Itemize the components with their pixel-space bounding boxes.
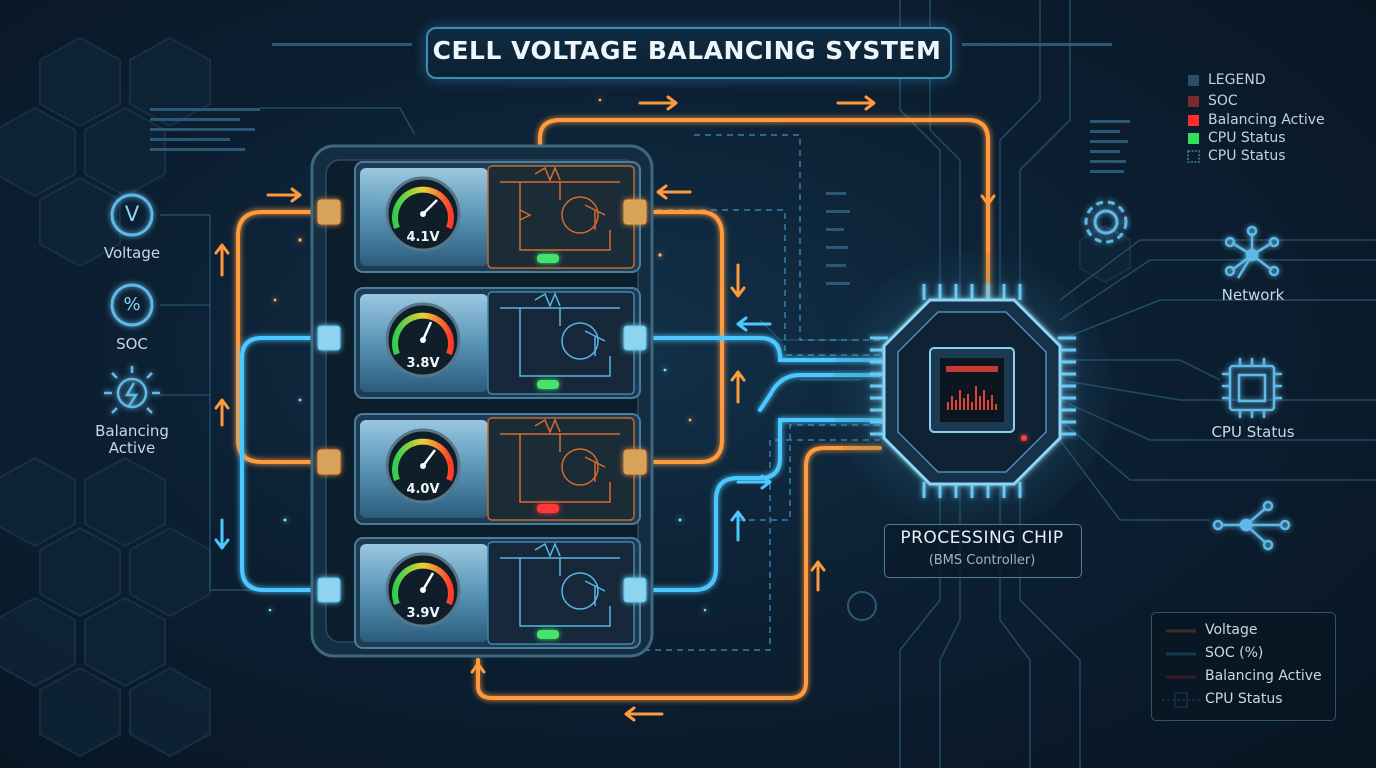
legend-bottom-soc: SOC (%)	[1205, 645, 1264, 661]
cell-2-status-led	[537, 380, 559, 389]
data-glyphs	[150, 43, 1130, 285]
left-icon-circles	[110, 193, 154, 327]
cpu-status-icon	[1222, 358, 1282, 418]
legend-top-swatch-0	[1188, 96, 1199, 107]
cell-4-status-led	[537, 630, 559, 639]
blue-soc-flow	[240, 336, 882, 592]
legend-top-swatches	[1187, 75, 1200, 163]
page-title: CELL VOLTAGE BALANCING SYSTEM	[432, 36, 942, 65]
processing-chip	[832, 252, 1112, 532]
hex-pattern	[0, 36, 1131, 758]
sparkle-particles	[268, 98, 707, 612]
network-icon	[1224, 225, 1280, 279]
balancing-label-line1: Balancing	[95, 422, 169, 440]
legend-bottom-box	[1151, 612, 1336, 721]
soc-label: SOC	[116, 335, 148, 353]
legend-top-swatch-2	[1188, 133, 1199, 144]
legend-item-balancing: Balancing Active	[1208, 112, 1325, 128]
cell-3-voltage: 4.0V	[406, 482, 440, 497]
cell-3-status-led	[537, 504, 559, 513]
legend-heading: LEGEND	[1208, 72, 1266, 88]
legend-top-swatch-1	[1188, 115, 1199, 126]
chip-label-box	[884, 524, 1082, 578]
legend-top-swatch-3	[1187, 150, 1200, 163]
cell-terminals	[317, 199, 647, 603]
legend-item-cpu-outline: CPU Status	[1208, 148, 1286, 164]
cell-1-voltage: 4.1V	[406, 230, 440, 245]
cell-2-voltage: 3.8V	[406, 356, 440, 371]
balancing-label-line2: Active	[108, 439, 156, 457]
cpu-status-label: CPU Status	[1211, 423, 1295, 441]
soc-icon: %	[123, 294, 141, 315]
legend-bottom-cpu: CPU Status	[1205, 691, 1283, 707]
title-frame	[426, 27, 952, 79]
cell-gauges	[385, 176, 461, 628]
legend-item-cpu-green: CPU Status	[1208, 130, 1286, 146]
cell-1-status-led	[537, 254, 559, 263]
trace-node	[847, 591, 877, 621]
voltage-icon: V	[124, 202, 140, 226]
chip-title: PROCESSING CHIP	[900, 528, 1064, 548]
gear-icon	[1084, 200, 1128, 244]
node-icon	[1212, 500, 1291, 551]
voltage-label: Voltage	[103, 244, 161, 262]
flow-arrows	[214, 95, 996, 722]
legend-bottom-voltage: Voltage	[1205, 622, 1258, 638]
chip-subtitle: (BMS Controller)	[928, 553, 1036, 568]
status-leds	[537, 254, 559, 639]
legend-bottom-balancing: Balancing Active	[1205, 668, 1322, 684]
balancing-icon	[104, 366, 160, 414]
network-label: Network	[1221, 286, 1285, 304]
cell-4-voltage: 3.9V	[406, 606, 440, 621]
legend-item-soc: SOC	[1208, 93, 1238, 109]
